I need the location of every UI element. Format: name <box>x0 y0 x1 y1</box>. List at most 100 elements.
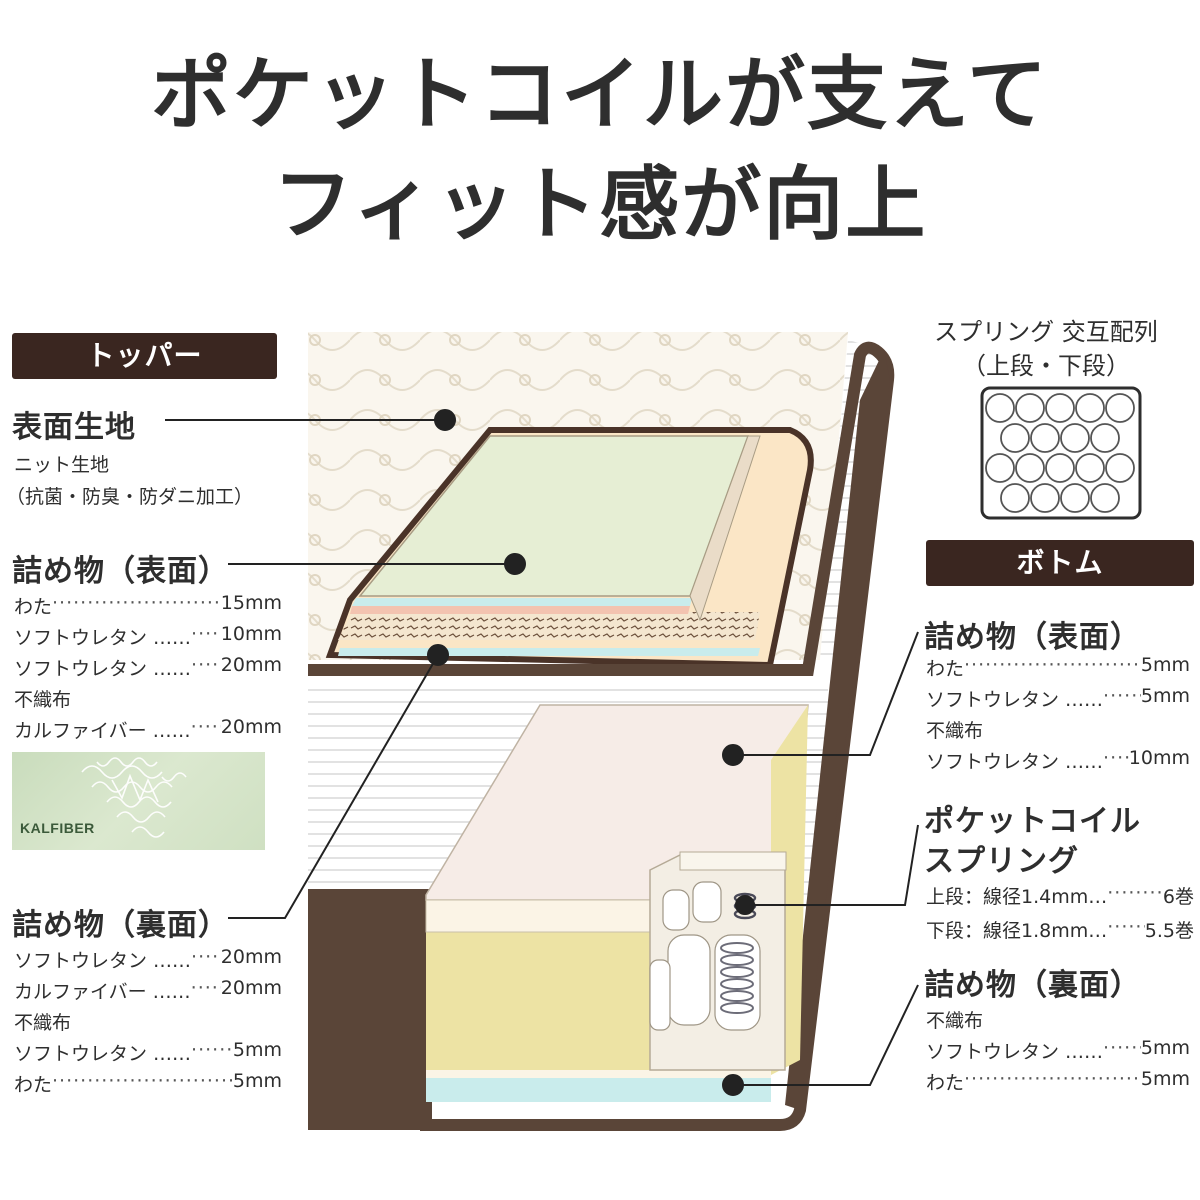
spring-circle <box>1030 423 1060 453</box>
spec-leader-dots: ········································… <box>1103 747 1129 769</box>
kalfiber-photo: KALFIBER <box>12 752 265 850</box>
topper-filling-back-heading: 詰め物（裏面） <box>12 908 229 943</box>
spring-circle <box>1060 483 1090 513</box>
spec-label: ソフトウレタン …… <box>14 950 192 972</box>
spec-label: 不織布 <box>926 720 984 742</box>
spec-value: 5mm <box>1140 685 1190 707</box>
spec-row: 不織布 <box>926 716 1190 743</box>
spring-circle <box>1075 453 1105 483</box>
spec-value: 10mm <box>1128 747 1190 769</box>
spec-value: 15mm <box>220 592 282 614</box>
spec-leader-dots: ········································… <box>52 592 221 614</box>
fiber-texture-icon <box>81 757 187 838</box>
topper-tag: トッパー <box>12 333 277 379</box>
coil-spring-icon <box>720 942 754 1014</box>
spec-value: 20mm <box>220 654 282 676</box>
spec-label: わた <box>926 658 965 680</box>
spring-circle <box>1075 393 1105 423</box>
spec-label: 不織布 <box>14 1012 72 1034</box>
spring-circle <box>1045 453 1075 483</box>
spring-circle <box>1000 423 1030 453</box>
spring-circle <box>1015 393 1045 423</box>
spring-circle <box>1090 483 1120 513</box>
spec-value: 20mm <box>220 946 282 968</box>
kalfiber-logo: KALFIBER <box>20 820 95 836</box>
bottom-filling-top-heading: 詰め物（表面） <box>924 620 1141 655</box>
bottom-frame-front <box>308 895 426 1130</box>
spec-row: 上段：線径1.4mm…·····························… <box>926 882 1194 909</box>
spec-label: 上段：線径1.4mm… <box>926 886 1108 908</box>
pocket-coils <box>649 881 761 1031</box>
spec-row: わた······································… <box>926 654 1190 681</box>
spring-arrangement-title: スプリング 交互配列 <box>934 318 1158 346</box>
spec-leader-dots: ········································… <box>964 654 1141 676</box>
spring-arrangement-subtitle: （上段・下段） <box>962 352 1130 380</box>
headline-line-2: フィット感が向上 <box>272 158 928 251</box>
spec-label: わた <box>926 1072 965 1094</box>
spec-leader-dots: ········································… <box>191 946 221 968</box>
spring-circle <box>1045 393 1075 423</box>
spec-label: 不織布 <box>926 1010 984 1032</box>
spec-label: わた <box>14 1074 53 1096</box>
bottom-frame-outline <box>308 341 895 1131</box>
spec-row: ソフトウレタン ……······························… <box>14 946 282 973</box>
spec-label: カルファイバー …… <box>14 720 191 742</box>
spec-value: 10mm <box>220 623 282 645</box>
topper-urethane-layer <box>350 606 690 614</box>
spec-value: 5mm <box>1140 654 1190 676</box>
spring-circle <box>1060 423 1090 453</box>
spring-circle <box>1030 483 1060 513</box>
topper-filling-top-heading: 詰め物（表面） <box>12 554 229 589</box>
spec-row: カルファイバー ……······························… <box>14 977 282 1004</box>
spec-row: 不織布 <box>926 1006 1190 1033</box>
spec-value: 5mm <box>1140 1037 1190 1059</box>
bottom-filling-back-heading: 詰め物（裏面） <box>924 968 1141 1003</box>
spec-row: ソフトウレタン ……······························… <box>14 1039 282 1066</box>
topper-kalfiber-layer <box>338 612 760 640</box>
bottom-thin-layer <box>426 1070 771 1078</box>
spec-value: 6巻 <box>1162 886 1194 908</box>
spring-circle <box>985 453 1015 483</box>
spec-label: ソフトウレタン …… <box>926 689 1104 711</box>
spec-leader-dots: ········································… <box>1103 1037 1141 1059</box>
spec-label: 不織布 <box>14 689 72 711</box>
coil-cutaway-ledge <box>679 851 787 871</box>
spec-label: ソフトウレタン …… <box>14 627 192 649</box>
spec-label: わた <box>14 596 53 618</box>
leader-lines <box>165 409 919 1096</box>
spec-value: 5mm <box>1140 1068 1190 1090</box>
spec-row: ソフトウレタン ……······························… <box>926 1037 1190 1064</box>
spring-arrangement-grid <box>985 393 1135 513</box>
spec-value: 5.5巻 <box>1144 920 1194 942</box>
spec-label: ソフトウレタン …… <box>926 1041 1104 1063</box>
spring-circle <box>1105 393 1135 423</box>
spec-row: ソフトウレタン ……······························… <box>14 623 282 650</box>
spec-leader-dots: ········································… <box>190 716 221 738</box>
spec-leader-dots: ········································… <box>1107 916 1145 938</box>
spec-value: 20mm <box>220 977 282 999</box>
pocket-coil-heading-1: ポケットコイル <box>924 804 1141 839</box>
spec-row: カルファイバー ……······························… <box>14 716 282 743</box>
spec-leader-dots: ········································… <box>1103 685 1141 707</box>
topper-layer-edges <box>689 435 761 622</box>
headline-line-1: ポケットコイルが支えて <box>151 48 1049 141</box>
spec-label: ソフトウレタン …… <box>14 1043 192 1065</box>
spec-value: 5mm <box>232 1039 282 1061</box>
topper-bottom-layer <box>338 648 760 656</box>
spec-row: わた······································… <box>926 1068 1190 1095</box>
spring-circle <box>1000 483 1030 513</box>
spec-row: ソフトウレタン ……······························… <box>14 654 282 681</box>
spec-leader-dots: ········································… <box>191 1039 233 1061</box>
surface-fabric-line-1: ニット生地 <box>14 454 110 476</box>
bottom-tag: ボトム <box>926 540 1194 586</box>
pocket-coil-heading-2: スプリング <box>924 844 1079 879</box>
spec-leader-dots: ········································… <box>964 1068 1141 1090</box>
spec-leader-dots: ········································… <box>52 1070 233 1092</box>
surface-fabric-line-2: （抗菌・防臭・防ダニ加工） <box>6 486 254 508</box>
surface-fabric-heading: 表面生地 <box>12 410 136 445</box>
spec-label: ソフトウレタン …… <box>14 658 192 680</box>
spec-label: ソフトウレタン …… <box>926 751 1104 773</box>
spec-row: わた······································… <box>14 592 282 619</box>
spec-value: 20mm <box>220 716 282 738</box>
